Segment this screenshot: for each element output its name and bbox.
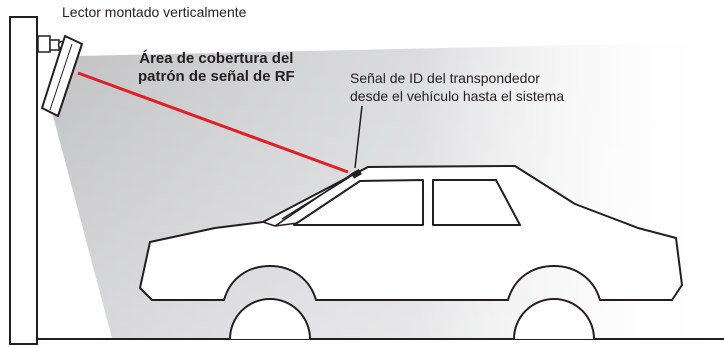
windshield: [281, 175, 351, 220]
coverage-label-line2: patrón de señal de RF: [138, 68, 295, 85]
signal-label-line2: desde el vehículo hasta el sistema: [350, 88, 565, 104]
rf-signal-line: [77, 71, 349, 174]
coverage-label: Área de cobertura del patrón de señal de…: [138, 50, 295, 86]
reader-label: Lector montado verticalmente: [62, 4, 247, 20]
rear-window: [432, 179, 521, 226]
coverage-label-line1: Área de cobertura del: [139, 50, 294, 67]
rf-reader-face: [49, 43, 73, 111]
signal-leader-line: [354, 105, 363, 169]
rf-reader: [41, 35, 83, 117]
signal-label-line1: Señal de ID del transpondedor: [350, 70, 540, 86]
mounting-post: [9, 16, 38, 345]
rear-wheel: [513, 298, 595, 340]
car-body: [139, 165, 683, 301]
transponder-tag: [351, 168, 362, 179]
front-wheel: [229, 298, 311, 340]
front-window: [293, 179, 424, 226]
signal-label: Señal de ID del transpondedor desde el v…: [350, 69, 564, 105]
